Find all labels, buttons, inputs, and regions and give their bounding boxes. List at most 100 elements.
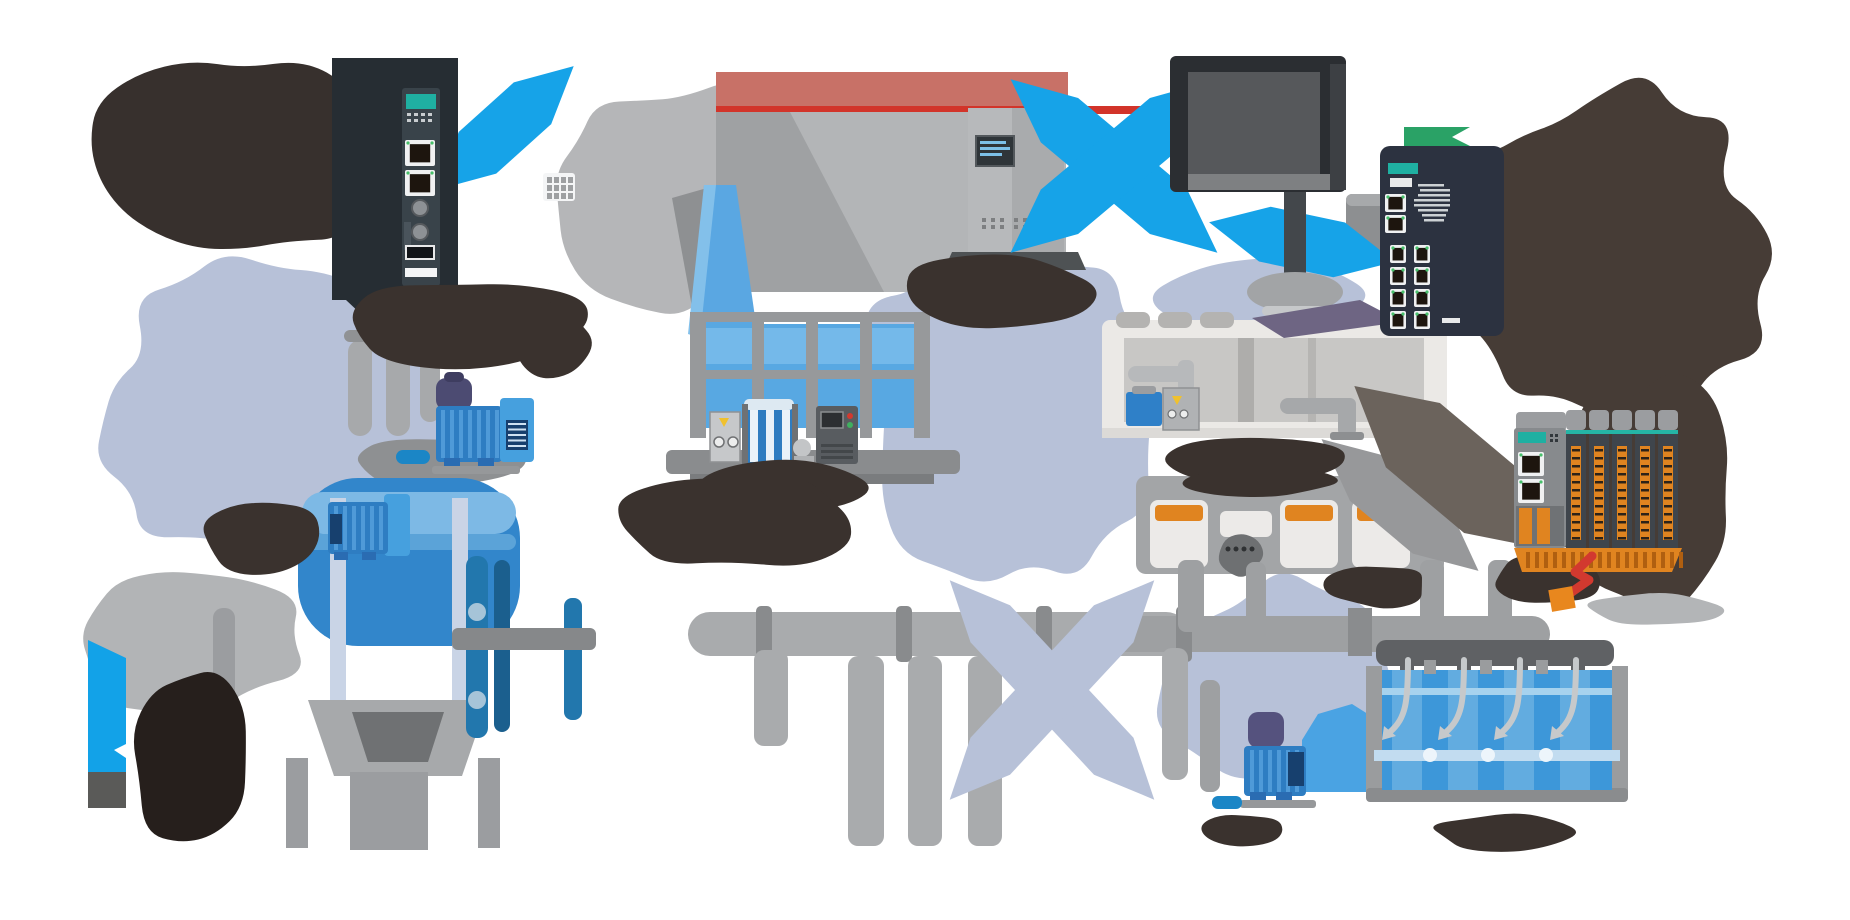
hmi-monitor-bezel xyxy=(1188,174,1346,190)
motor1-vent-lines xyxy=(508,434,526,436)
sim-slot xyxy=(404,222,411,250)
label-blob-plc-left xyxy=(1323,566,1423,609)
ethernet-port xyxy=(1386,216,1390,220)
interior-tank-cap xyxy=(1132,386,1156,394)
ethernet-port xyxy=(406,141,410,145)
led-label-line xyxy=(1422,214,1446,217)
hmi-monitor-side xyxy=(1330,64,1346,190)
pipe-drop xyxy=(848,656,884,846)
led-green xyxy=(847,422,853,428)
io-terminal-ticks xyxy=(1572,473,1580,476)
ethernet-port xyxy=(406,171,410,175)
orange-square xyxy=(1548,586,1576,612)
io-terminal-ticks xyxy=(1664,473,1672,476)
din-rail-ticks xyxy=(1535,552,1539,568)
warning-triangle-icon xyxy=(719,418,729,427)
ethernet-port xyxy=(1391,290,1395,294)
booster-pump-base xyxy=(1240,800,1316,808)
ethernet-port xyxy=(1401,290,1405,294)
io-terminal-ticks xyxy=(1595,497,1603,500)
plc-module-cap xyxy=(1635,410,1655,430)
led-label-line xyxy=(1420,189,1450,192)
io-terminal-ticks xyxy=(1618,457,1626,460)
ethernet-port xyxy=(430,141,434,145)
server-vent-dots xyxy=(991,218,995,222)
ethernet-port xyxy=(1391,246,1395,250)
filter-foam xyxy=(744,399,794,410)
antenna-connector xyxy=(411,223,429,241)
tank-support xyxy=(478,758,500,848)
ethernet-port xyxy=(1416,247,1428,261)
io-terminal-ticks xyxy=(1618,537,1626,540)
label-blob-under-router-b xyxy=(515,301,592,379)
io-teal-line xyxy=(1566,430,1678,434)
control-center-roof-line xyxy=(716,106,1190,114)
motor1-vent-lines xyxy=(508,445,526,447)
io-terminal-ticks xyxy=(1664,497,1672,500)
ethernet-port xyxy=(1539,480,1543,484)
io-terminal-ticks xyxy=(1641,465,1649,468)
io-terminal-ticks xyxy=(1595,457,1603,460)
din-rail-ticks xyxy=(1553,552,1557,568)
gray-swirl xyxy=(1587,593,1725,625)
plc-module-cap xyxy=(1566,410,1586,430)
gray-block xyxy=(88,772,126,808)
io-terminal-ticks xyxy=(1618,497,1626,500)
ethernet-port xyxy=(1415,290,1419,294)
server-screen-line xyxy=(980,147,1010,150)
basin-hook-pipe xyxy=(1387,657,1411,735)
valve-bolt xyxy=(468,691,486,709)
io-terminal-ticks xyxy=(1572,497,1580,500)
plc-module-cap xyxy=(1612,410,1632,430)
plc-terminal-strip xyxy=(1537,508,1550,544)
io-terminal-ticks xyxy=(1618,513,1626,516)
io-terminal-ticks xyxy=(1572,521,1580,524)
pump-riser xyxy=(1162,648,1188,780)
grid-icon-cells xyxy=(561,185,566,191)
din-rail-ticks xyxy=(1643,552,1647,568)
roof-vent xyxy=(1200,312,1234,328)
motor1-vent-lines xyxy=(508,423,526,425)
server-screen xyxy=(975,135,1015,167)
motor1-foot xyxy=(444,458,460,468)
basin-waterline xyxy=(1382,688,1612,695)
interior-pipe-elbow xyxy=(1178,360,1194,392)
io-terminal-ticks xyxy=(1641,497,1649,500)
grid-icon-cells xyxy=(554,185,559,191)
basin-hook-pipe xyxy=(1438,726,1452,740)
plant-terminal-vents xyxy=(821,444,853,447)
basin-hook-pipe xyxy=(1443,657,1467,735)
io-terminal-ticks xyxy=(1641,529,1649,532)
gauge-icon xyxy=(1167,409,1177,419)
io-terminal-ticks xyxy=(1618,521,1626,524)
plc-module-cap xyxy=(1589,410,1609,430)
motor2-ribs xyxy=(352,506,356,550)
dosing-riser xyxy=(1420,560,1444,632)
io-terminal-ticks xyxy=(1572,505,1580,508)
motor1-vent-lines xyxy=(508,439,526,442)
led-label-line xyxy=(1424,219,1444,222)
basin-riser xyxy=(1348,608,1372,656)
motor2-ribs xyxy=(361,506,365,550)
ethernet-port xyxy=(1415,246,1419,250)
grid-icon-cells xyxy=(568,193,573,199)
io-terminal-strip xyxy=(1617,446,1627,540)
grid-icon-cells xyxy=(554,193,559,199)
ethernet-port xyxy=(1391,312,1395,316)
interior-pipe xyxy=(1128,366,1190,382)
io-terminal-ticks xyxy=(1572,449,1580,452)
ethernet-port xyxy=(1415,312,1419,316)
ethernet-port xyxy=(1539,453,1543,457)
usb-port xyxy=(1390,178,1412,187)
ethernet-port xyxy=(409,174,431,193)
plant-frame-top xyxy=(690,312,930,322)
basin-hook-pipe xyxy=(1499,657,1523,735)
funnel-dot xyxy=(1241,546,1247,552)
io-terminal-strip xyxy=(1663,446,1673,540)
io-terminal-ticks xyxy=(1641,521,1649,524)
server-vent-dots xyxy=(982,218,986,222)
server-vent-dots xyxy=(1000,225,1004,229)
router-slot xyxy=(405,268,437,277)
grid-icon-cells xyxy=(547,185,552,191)
din-rail-ticks xyxy=(1652,552,1656,568)
